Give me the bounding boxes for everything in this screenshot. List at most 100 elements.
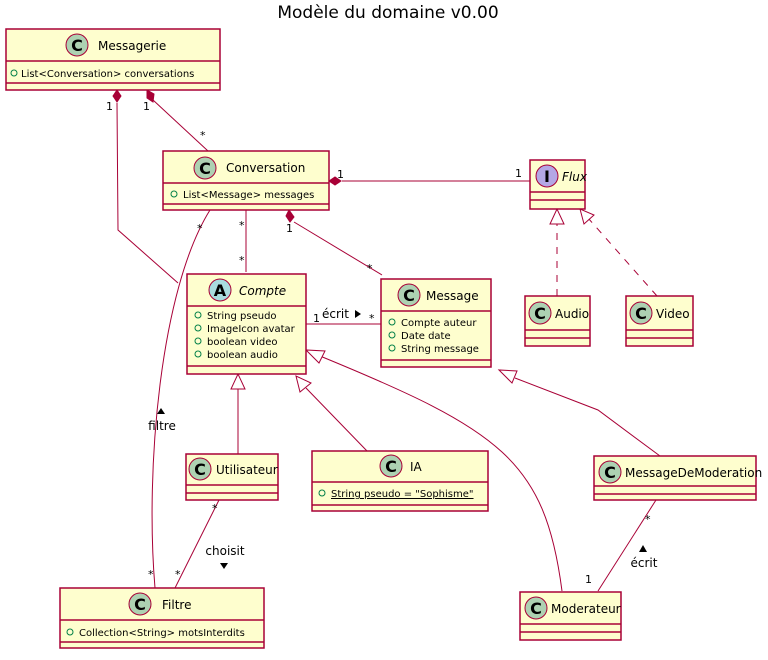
arrow-down-choisit [220, 563, 228, 569]
class-video[interactable]: C Video [625, 295, 694, 347]
attr-compte-pseudo: String pseudo [207, 311, 277, 322]
public-visibility-icon [194, 311, 202, 319]
class-c-icon: C [194, 460, 206, 479]
mult-conversation-message-dst: * [367, 262, 373, 275]
class-c-icon: C [530, 599, 542, 618]
public-visibility-icon [388, 318, 396, 326]
class-c-icon: C [134, 595, 146, 614]
class-utilisateur[interactable]: C Utilisateur [185, 453, 279, 501]
edge-mdm-message [497, 369, 661, 457]
public-visibility-icon [66, 628, 74, 636]
class-message[interactable]: C Message Compte auteur Date date String… [380, 278, 492, 368]
class-name-moderateur: Moderateur [551, 602, 621, 616]
arrow-right-ecrit [355, 310, 361, 318]
mult-utilisateur-filtre-src: * [212, 502, 218, 515]
public-visibility-icon [194, 350, 202, 358]
abstract-a-icon: A [214, 281, 227, 300]
class-c-icon: C [403, 286, 415, 305]
class-moderateur[interactable]: C Moderateur [519, 591, 622, 641]
public-visibility-icon [194, 337, 202, 345]
edge-utilisateur-compte [230, 372, 246, 454]
mult-compte-message-src: 1 [313, 312, 320, 325]
attr-message-date: Date date [401, 331, 451, 342]
attr-message-message: String message [401, 344, 479, 355]
mult-messagerie-compte: 1 [106, 100, 113, 113]
mult-conversation-flux-dst: 1 [515, 167, 522, 180]
class-c-icon: C [604, 463, 616, 482]
class-conversation[interactable]: C Conversation List<Message> messages [162, 150, 330, 211]
class-c-icon: C [385, 457, 397, 476]
edge-ia-compte [295, 375, 368, 452]
edge-conversation-filtre: * * filtre [148, 209, 211, 589]
class-name-audio: Audio [555, 307, 589, 321]
mult-mdm-moderateur-src: * [645, 513, 651, 526]
arrow-up-filtre [157, 408, 165, 414]
interface-flux[interactable]: I Flux [529, 159, 588, 210]
class-name-ia: IA [410, 460, 423, 474]
public-visibility-icon [318, 489, 326, 497]
edge-compte-message: 1 écrit * [306, 307, 381, 325]
class-c-icon: C [635, 304, 647, 323]
arrow-up-ecrit [639, 545, 647, 552]
interface-i-icon: I [544, 167, 550, 186]
attr-conversation-messages: List<Message> messages [183, 190, 314, 201]
class-c-icon: C [71, 36, 83, 55]
mult-messagerie-conversation-dst: * [200, 129, 206, 142]
mult-mdm-moderateur-dst: 1 [585, 573, 592, 586]
attr-message-auteur: Compte auteur [401, 318, 477, 329]
class-name-video: Video [656, 307, 690, 321]
mult-messagerie-conversation-src: 1 [143, 100, 150, 113]
edge-video-flux [579, 208, 658, 297]
class-name-utilisateur: Utilisateur [216, 463, 278, 477]
mult-conversation-flux-src: 1 [337, 168, 344, 181]
attr-compte-audio: boolean audio [207, 350, 278, 361]
attr-messagerie-conversations: List<Conversation> conversations [21, 69, 194, 80]
edge-conversation-compte: * * [239, 210, 247, 272]
edge-utilisateur-filtre: * * choisit [174, 499, 245, 589]
class-compte[interactable]: A Compte String pseudo ImageIcon avatar … [186, 273, 307, 375]
edge-audio-flux [549, 207, 565, 296]
edge-messagerie-compte: 1 [106, 89, 179, 284]
mult-conversation-filtre-dst: * [148, 568, 154, 581]
attr-compte-video: boolean video [207, 337, 277, 348]
public-visibility-icon [388, 344, 396, 352]
edge-messagerie-conversation: 1 * [143, 89, 209, 152]
attr-compte-avatar: ImageIcon avatar [207, 324, 296, 335]
class-name-messagerie: Messagerie [98, 39, 166, 53]
mult-compte-message-dst: * [369, 312, 375, 325]
mult-conversation-compte-dst: * [239, 254, 245, 267]
class-name-message: Message [426, 289, 479, 303]
class-name-messagedemoderation: MessageDeModeration [625, 466, 762, 480]
edge-moderateur-compte [304, 349, 563, 592]
mult-conversation-filtre-src: * [197, 222, 203, 235]
class-name-compte: Compte [239, 284, 286, 298]
edge-mdm-moderateur: * 1 écrit [585, 499, 658, 592]
class-name-filtre: Filtre [162, 598, 191, 612]
class-audio[interactable]: C Audio [524, 295, 591, 347]
class-name-flux: Flux [562, 170, 588, 184]
public-visibility-icon [10, 69, 18, 77]
attr-ia-pseudo: String pseudo = "Sophisme" [331, 489, 474, 500]
class-c-icon: C [534, 304, 546, 323]
label-ecrit-moderateur: écrit [631, 556, 658, 570]
label-ecrit-compte-message: écrit [322, 307, 349, 321]
mult-conversation-message-src: 1 [286, 222, 293, 235]
diagram-title: Modèle du domaine v0.00 [277, 3, 498, 23]
class-name-conversation: Conversation [226, 161, 305, 175]
label-choisit: choisit [205, 544, 244, 558]
class-messagedemoderation[interactable]: C MessageDeModeration [593, 455, 762, 501]
public-visibility-icon [170, 190, 178, 198]
class-c-icon: C [199, 159, 211, 178]
mult-utilisateur-filtre-dst: * [175, 568, 181, 581]
public-visibility-icon [388, 331, 396, 339]
label-filtre: filtre [148, 419, 176, 433]
class-messagerie[interactable]: C Messagerie List<Conversation> conversa… [5, 28, 221, 91]
edge-conversation-message: 1 * [285, 209, 383, 276]
attr-filtre-motsinterdits: Collection<String> motsInterdits [79, 628, 245, 639]
public-visibility-icon [194, 324, 202, 332]
mult-conversation-compte-src: * [239, 219, 245, 232]
class-ia[interactable]: C IA String pseudo = "Sophisme" [311, 450, 489, 512]
edge-conversation-flux: 1 1 [328, 167, 530, 186]
class-filtre[interactable]: C Filtre Collection<String> motsInterdit… [59, 587, 265, 649]
